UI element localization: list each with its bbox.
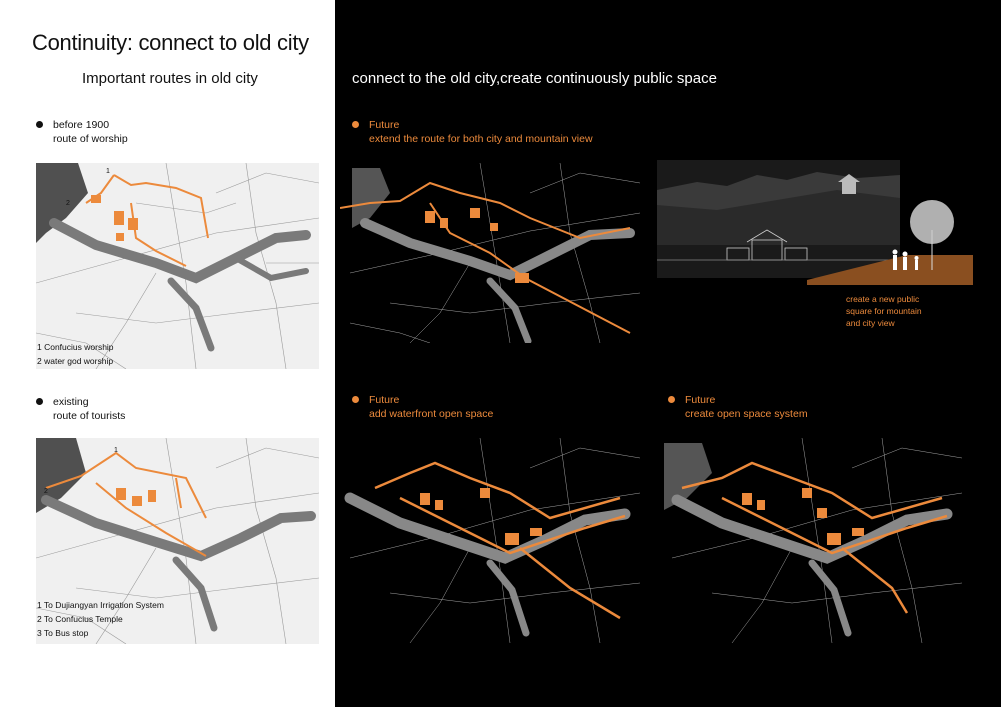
bullet-icon <box>352 121 359 128</box>
note-line: create a new public <box>846 294 920 304</box>
river <box>360 218 635 343</box>
route-line <box>340 181 631 334</box>
svg-text:1: 1 <box>114 447 118 454</box>
building-blocks <box>742 488 864 545</box>
svg-text:2: 2 <box>44 488 48 495</box>
street-network <box>349 163 641 343</box>
tree-icon <box>910 200 954 270</box>
bullet-icon <box>352 396 359 403</box>
river <box>344 492 631 637</box>
caption-line1: existing <box>53 396 89 408</box>
bullet-icon <box>668 396 675 403</box>
tourist-route <box>45 451 207 557</box>
route-line <box>374 461 626 620</box>
caption-future-view: Future extend the route for both city an… <box>369 118 593 146</box>
route-marker: 1 2 <box>66 168 110 207</box>
caption-line1: Future <box>369 394 400 406</box>
legend-item: 2 water god worship <box>37 356 114 366</box>
mountain-shape <box>36 438 86 513</box>
right-panel <box>335 0 1001 707</box>
map-tourists: 1 2 <box>36 438 319 644</box>
legend-item: 1 Confucius worship <box>37 342 114 352</box>
route-marker: 1 2 <box>44 447 118 495</box>
building-blocks <box>420 488 542 545</box>
caption-line2: add waterfront open space <box>369 408 494 420</box>
building-blocks <box>116 488 156 506</box>
street-network <box>36 163 319 369</box>
section-drawing <box>657 160 973 285</box>
note-line: square for mountain <box>846 306 922 316</box>
subtitle-left: Important routes in old city <box>82 70 258 87</box>
mountain-shape <box>664 443 712 510</box>
river <box>49 218 311 352</box>
page-title: Continuity: connect to old city <box>32 30 309 55</box>
bullet-icon <box>36 121 43 128</box>
map-future-water <box>344 438 641 643</box>
pagoda-icon <box>838 174 860 194</box>
map-worship: 1 2 <box>36 163 319 369</box>
caption-line2: route of tourists <box>53 410 126 422</box>
caption-line2: create open space system <box>685 408 808 420</box>
river <box>41 495 316 632</box>
svg-text:1: 1 <box>106 168 110 175</box>
legend-item: 2 To Confucius Temple <box>37 614 123 624</box>
mountain-shape <box>352 168 390 228</box>
river <box>671 494 953 637</box>
note-line: and city view <box>846 318 895 328</box>
legend-item: 3 To Bus stop <box>37 628 89 638</box>
caption-line1: Future <box>369 119 400 131</box>
caption-worship: before 1900 route of worship <box>53 118 128 146</box>
route-line <box>681 461 948 614</box>
legend-worship: 1 Confucius worship 2 water god worship <box>37 340 114 368</box>
street-network <box>671 438 963 643</box>
caption-line2: extend the route for both city and mount… <box>369 133 593 145</box>
bullet-icon <box>36 398 43 405</box>
legend-tourists: 1 To Dujiangyan Irrigation System 2 To C… <box>37 598 164 640</box>
map-future-system <box>664 438 963 643</box>
caption-line1: before 1900 <box>53 119 110 131</box>
people-icon <box>892 249 919 270</box>
caption-line1: Future <box>685 394 716 406</box>
map-future-view <box>340 163 641 343</box>
caption-line2: route of worship <box>53 133 128 145</box>
subtitle-right: connect to the old city,create continuou… <box>352 70 717 87</box>
legend-item: 1 To Dujiangyan Irrigation System <box>37 600 164 610</box>
caption-tourists: existing route of tourists <box>53 395 125 423</box>
caption-future-water: Future add waterfront open space <box>369 393 493 421</box>
caption-future-system: Future create open space system <box>685 393 808 421</box>
square-note: create a new public square for mountain … <box>846 293 922 329</box>
mountain-silhouette <box>657 172 900 245</box>
building-blocks <box>91 195 138 241</box>
building-blocks <box>425 208 529 283</box>
svg-text:2: 2 <box>66 200 70 207</box>
street-network <box>36 438 319 644</box>
street-network <box>349 438 641 643</box>
